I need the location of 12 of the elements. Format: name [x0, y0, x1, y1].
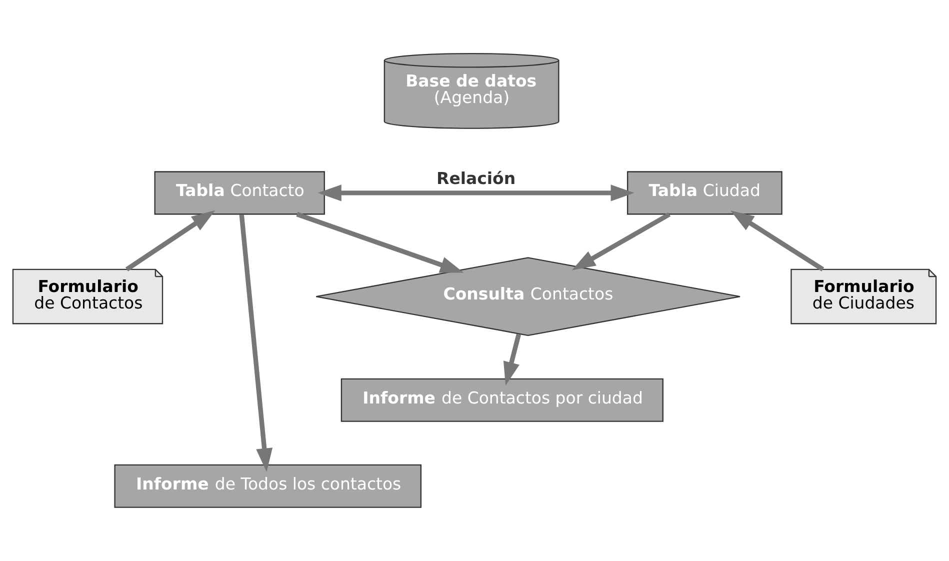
edge-label: Relación: [436, 168, 516, 188]
arrow: [318, 184, 634, 202]
arrow: [239, 214, 273, 472]
arrow: [503, 334, 521, 386]
node-box: Tabla Ciudad: [626, 171, 782, 215]
arrow: [572, 212, 671, 270]
arrow: [296, 212, 464, 273]
node-box: Informe de Contactos por ciudad: [340, 378, 664, 422]
node-box: Informe de Todos los contactos: [114, 464, 422, 508]
node-box: Tabla Contacto: [154, 171, 325, 215]
arrow: [125, 210, 216, 272]
arrow: [730, 210, 824, 272]
